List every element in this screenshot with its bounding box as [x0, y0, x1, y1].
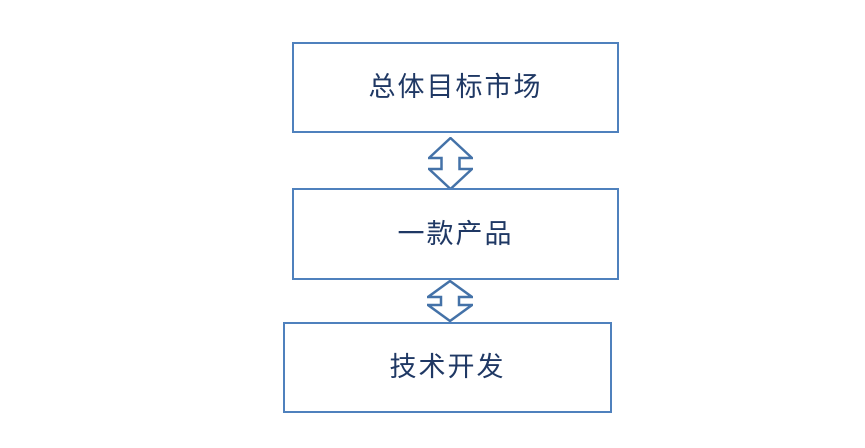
node-a-product-label: 一款产品: [397, 218, 514, 249]
up-down-arrow-icon: [428, 137, 473, 190]
up-down-arrow-icon: [427, 280, 473, 322]
node-technology-development: 技术开发: [283, 322, 612, 413]
node-overall-target-market: 总体目标市场: [292, 42, 619, 133]
node-technology-development-label: 技术开发: [389, 352, 506, 382]
node-overall-target-market-label: 总体目标市场: [368, 72, 543, 102]
node-a-product: 一款产品: [292, 188, 619, 280]
